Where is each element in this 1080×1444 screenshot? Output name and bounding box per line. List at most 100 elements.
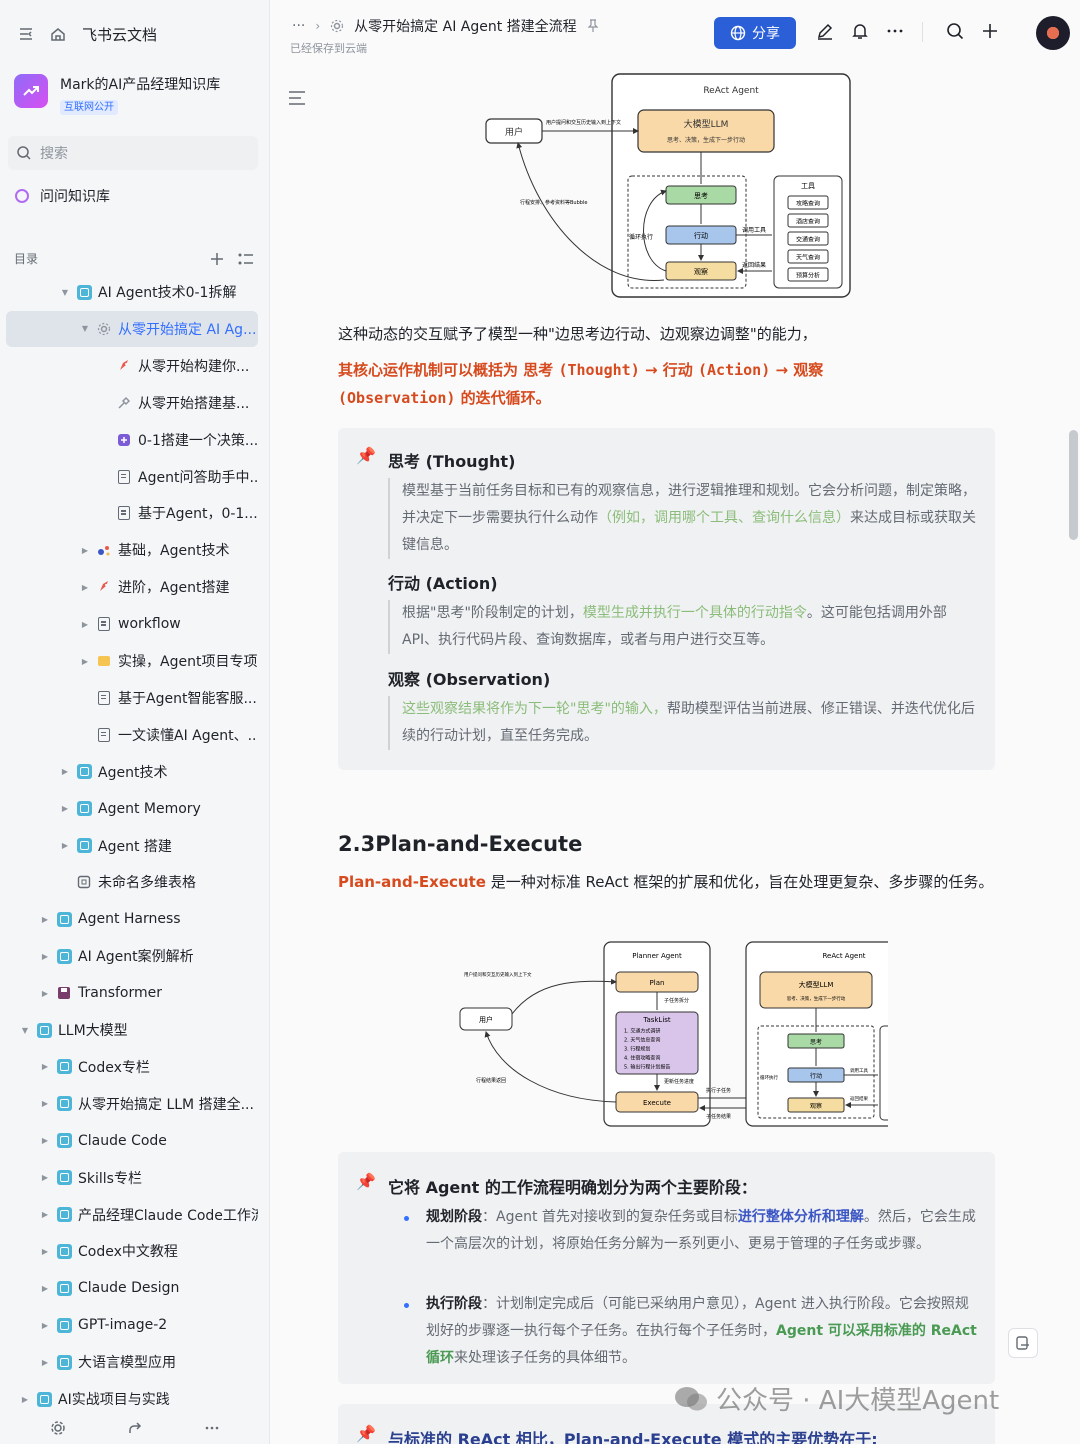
chevron-down-icon[interactable]: ▼ — [61, 287, 69, 297]
plan-phase-item: 规划阶段：Agent 首先对接收到的复杂任务或目标进行整体分析和理解。然后，它会… — [426, 1204, 981, 1258]
sidebar-tree-item[interactable]: ▼从零开始搞定 AI Ag... — [6, 310, 258, 347]
chevron-right-icon[interactable]: ▶ — [41, 1173, 49, 1183]
sidebar-tree-item[interactable]: 未命名多维表格 — [6, 864, 258, 900]
share-button[interactable]: 分享 — [714, 17, 796, 49]
sidebar-tree-item[interactable]: ▶Transformer — [6, 975, 258, 1011]
chevron-right-icon[interactable]: ▶ — [21, 1394, 29, 1404]
plus-icon[interactable] — [981, 22, 999, 40]
avatar[interactable] — [1036, 16, 1070, 50]
ask-kb-button[interactable]: 问问知识库 — [14, 186, 110, 206]
settings-icon[interactable] — [50, 1420, 66, 1436]
sidebar-tree-item[interactable]: ▶Claude Code — [6, 1123, 258, 1159]
sidebar-tree-item[interactable]: ▶ Claude Design — [6, 1270, 258, 1306]
home-icon[interactable] — [50, 26, 66, 42]
more-options-icon[interactable] — [886, 22, 904, 40]
sidebar-tree-item[interactable]: ▶Agent 搭建 — [6, 828, 258, 864]
diagram2-sub-result: 子任务结果 — [706, 1113, 731, 1120]
sidebar-tree-item[interactable]: ▶从零开始搞定 LLM 搭建全... — [6, 1086, 258, 1122]
breadcrumb-more-icon[interactable]: ··· — [292, 18, 306, 34]
sidebar-tree-item[interactable]: ▶Agent Harness — [6, 901, 258, 937]
bell-icon[interactable] — [851, 22, 869, 40]
sidebar-tree-item[interactable]: ▶进阶，Agent搭建 — [6, 569, 258, 605]
chevron-right-icon[interactable]: ▶ — [81, 619, 89, 629]
chevron-right-icon[interactable]: ▶ — [41, 951, 49, 961]
kb-public-badge: 互联网公开 — [60, 100, 118, 115]
chevron-right-icon[interactable]: ▶ — [81, 545, 89, 555]
sidebar-tree-item[interactable]: ▶AI实战项目与实践 — [6, 1381, 258, 1417]
sidebar-tree-item[interactable]: 基于Agent智能客服... — [6, 680, 258, 716]
sidebar-tree-item[interactable]: ▶实操，Agent项目专项 — [6, 643, 258, 679]
sidebar-tree-item[interactable]: ▶Skills专栏 — [6, 1160, 258, 1196]
chevron-right-icon[interactable]: ▶ — [61, 841, 69, 850]
sidebar-tree-label: AI Agent案例解析 — [78, 949, 194, 966]
chevron-right-icon[interactable]: ▶ — [41, 988, 49, 998]
callout-advantages: 📌 与标准的 ReAct 相比，Plan-and-Execute 模式的主要优势… — [338, 1404, 995, 1444]
sidebar-tree-item[interactable]: 从零开始构建你... — [6, 348, 258, 384]
outline-icon[interactable] — [288, 90, 306, 106]
sidebar-top: 飞书云文档 — [0, 14, 270, 54]
pin-icon[interactable] — [587, 19, 599, 33]
sidebar-tree-item[interactable]: ▶workflow — [6, 606, 258, 642]
chevron-down-icon[interactable]: ▼ — [81, 324, 89, 334]
chevron-right-icon[interactable]: ▶ — [61, 804, 69, 814]
sidebar-tree-label: AI Agent技术0-1拆解 — [98, 285, 237, 301]
sidebar-tree-item[interactable]: Agent问答助手中... — [6, 459, 258, 495]
share-out-icon[interactable] — [127, 1420, 143, 1436]
cube-icon — [56, 1243, 72, 1259]
chevron-right-icon[interactable]: ▶ — [41, 1099, 49, 1109]
sidebar-tree-label: Claude Design — [78, 1280, 180, 1297]
chevron-right-icon[interactable]: ▶ — [61, 767, 69, 777]
sidebar-tree-item[interactable]: 一文读懂AI Agent、... — [6, 717, 258, 753]
chevron-right-icon[interactable]: ▶ — [81, 582, 89, 592]
chevron-right-icon[interactable]: ▶ — [81, 656, 89, 666]
sidebar-tree-item[interactable]: ▶Codex专栏 — [6, 1049, 258, 1085]
breadcrumb: ··· › 从零开始搞定 AI Agent 搭建全流程 — [292, 16, 599, 36]
search-icon[interactable] — [946, 22, 964, 40]
cube-icon — [76, 838, 92, 854]
sidebar-tree-item[interactable]: 0-1搭建一个决策... — [6, 422, 258, 458]
add-icon[interactable] — [210, 252, 224, 266]
list-view-icon[interactable] — [238, 252, 254, 266]
sidebar-tree-item[interactable]: ▶Agent技术 — [6, 754, 258, 790]
pushpin-icon: 📌 — [356, 1172, 376, 1191]
chevron-down-icon[interactable]: ▼ — [21, 1025, 29, 1035]
app-title[interactable]: 飞书云文档 — [82, 25, 158, 44]
sidebar-tree-item[interactable]: 从零开始搭建基... — [6, 385, 258, 421]
search-placeholder: 搜索 — [40, 146, 68, 162]
chevron-right-icon[interactable]: ▶ — [41, 1062, 49, 1072]
watermark-text: 公众号 · AI大模型Agent — [716, 1386, 1000, 1416]
diagram2-user-box — [459, 1007, 513, 1031]
chevron-right-icon[interactable]: ▶ — [41, 1283, 49, 1293]
sidebar-tree-item[interactable]: ▶基础，Agent技术 — [6, 532, 258, 568]
knowledge-base-header[interactable]: Mark的AI产品经理知识库 互联网公开 — [14, 74, 220, 115]
sidebar-tree-item[interactable]: ▶ 大语言模型应用 — [6, 1344, 258, 1380]
sidebar-tree-label: 大语言模型应用 — [78, 1355, 176, 1372]
search-input[interactable]: 搜索 — [8, 136, 258, 170]
sidebar-tree-item[interactable]: ▶产品经理Claude Code工作流 — [6, 1197, 258, 1233]
diagram2-tasklist: TaskList — [642, 1016, 671, 1024]
doc-title[interactable]: 从零开始搞定 AI Agent 搭建全流程 — [354, 19, 577, 35]
observation-text-2: 帮助模型评估当前进展、修正错误、并迭代优化后续的行动计划，直至任务完成。 — [402, 701, 975, 744]
chevron-right-icon[interactable]: ▶ — [41, 1320, 49, 1330]
edit-icon[interactable] — [816, 22, 834, 40]
sidebar-tree-item[interactable]: 基于Agent，0-1... — [6, 495, 258, 531]
sidebar-tree-item[interactable]: ▶ AI Agent案例解析 — [6, 938, 258, 974]
sidebar: 飞书云文档 Mark的AI产品经理知识库 互联网公开 搜索 问问知识库 目录 ▼… — [0, 0, 270, 1444]
chevron-right-icon[interactable]: ▶ — [41, 1246, 49, 1256]
sidebar-tree-item[interactable]: ▶GPT-image-2 — [6, 1307, 258, 1343]
sidebar-tree-item[interactable]: ▼ AI Agent技术0-1拆解 — [6, 274, 258, 310]
scrollbar[interactable] — [1069, 430, 1078, 540]
diagram1-llm-sub: 思考、决策，生成下一步行动 — [667, 136, 745, 144]
more-icon[interactable] — [204, 1420, 220, 1436]
sidebar-tree-item[interactable]: ▶Agent Memory — [6, 791, 258, 827]
chevron-right-icon[interactable]: ▶ — [41, 1357, 49, 1367]
chevron-right-icon[interactable]: ▶ — [41, 914, 49, 924]
sidebar-tree-item[interactable]: ▼LLM大模型 — [6, 1012, 258, 1048]
comment-float-button[interactable] — [1008, 1328, 1038, 1358]
diagram-list-item: 1. 交通方式调研 — [624, 1027, 660, 1034]
chevron-right-icon[interactable]: ▶ — [41, 1136, 49, 1146]
chevron-right-icon[interactable]: ▶ — [41, 1210, 49, 1219]
collapse-sidebar-icon[interactable] — [18, 26, 34, 42]
sidebar-tree-item[interactable]: ▶Codex中文教程 — [6, 1233, 258, 1269]
thought-text-2: （例如，调用哪个工具、查询什么信息） — [598, 510, 850, 526]
